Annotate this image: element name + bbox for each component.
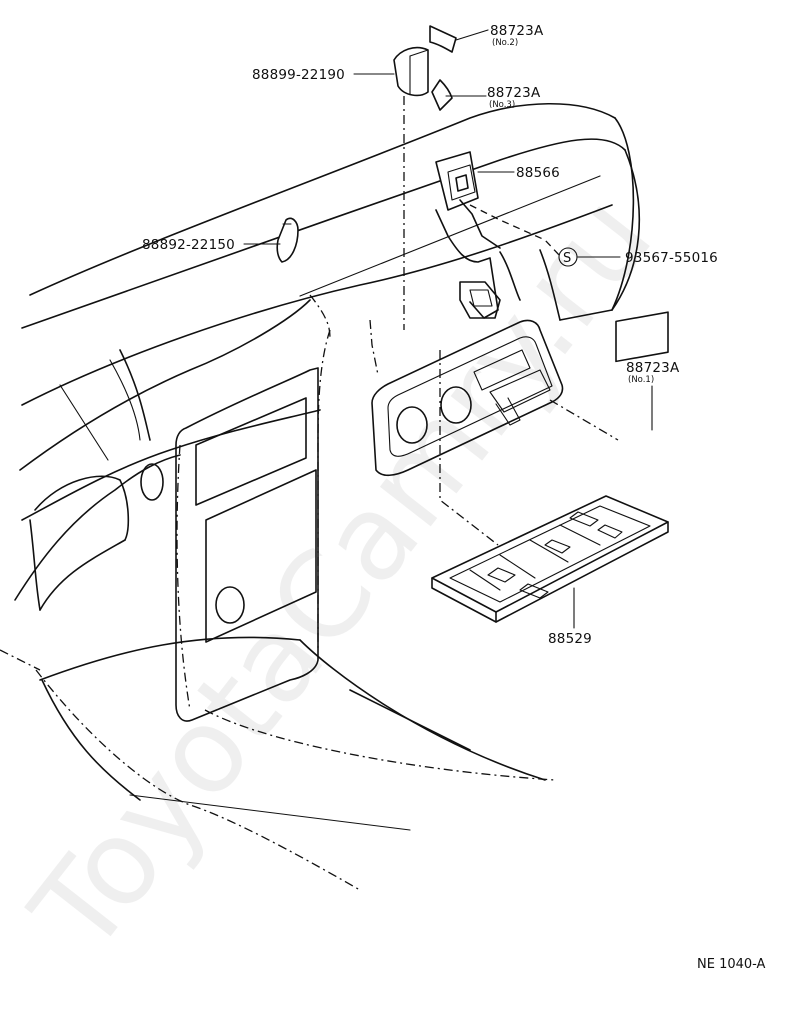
switch-bracket xyxy=(435,151,561,319)
part-sublabel-no2: (No.2) xyxy=(492,38,518,48)
part-label-88529: 88529 xyxy=(548,631,592,647)
tray-part xyxy=(431,495,669,623)
screw-symbol: S xyxy=(558,247,578,267)
label-parts-small xyxy=(429,25,457,111)
knob-part xyxy=(393,46,429,330)
screw-symbol-letter: S xyxy=(563,251,571,266)
part-label-88892-22150: 88892-22150 xyxy=(142,237,235,253)
part-label-88723a-no1: 88723A xyxy=(626,360,680,376)
part-label-88899-22190: 88899-22190 xyxy=(252,67,345,83)
cluster-bezel xyxy=(369,319,564,477)
label-no1-plate xyxy=(615,311,669,363)
watermark-text: ToyotaCamry.ru xyxy=(5,170,679,978)
part-sublabel-no1: (No.1) xyxy=(628,375,654,385)
part-label-88723a-no3: 88723A xyxy=(487,85,541,101)
part-sublabel-no3: (No.3) xyxy=(489,100,515,110)
part-label-93567-55016: 93567-55016 xyxy=(625,250,718,266)
part-label-88566: 88566 xyxy=(516,165,560,181)
lens-part xyxy=(276,217,299,263)
diagram-code: NE 1040-A xyxy=(697,957,766,972)
part-label-88723a-no2: 88723A xyxy=(490,23,544,39)
dashboard-outline xyxy=(0,102,640,891)
leader-lines xyxy=(243,29,653,629)
